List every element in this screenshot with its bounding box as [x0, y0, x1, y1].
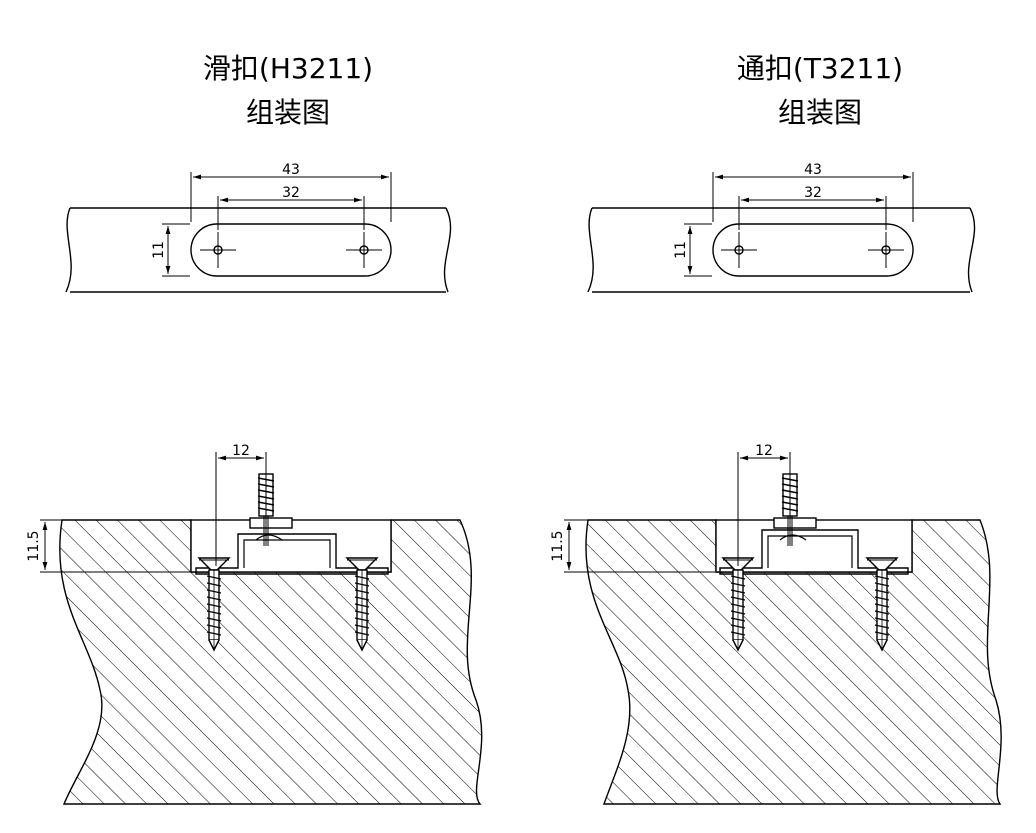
left-title-line1: 滑扣(H3211) — [203, 52, 373, 85]
right-section-view: 12 11.5 — [550, 443, 1002, 805]
left-clip-bracket — [195, 533, 389, 575]
right-plan-view — [587, 172, 976, 293]
left-assembly: 滑扣(H3211) 组装图 43 32 — [26, 52, 483, 805]
left-dim-offset: 12 — [232, 443, 250, 459]
left-screw-washer — [249, 517, 293, 529]
right-slot-outline — [712, 223, 914, 277]
left-slot-outline — [190, 223, 392, 277]
left-plan-view — [65, 172, 452, 293]
right-dim-overall: 43 — [804, 162, 822, 178]
left-dim-holes: 32 — [282, 185, 300, 201]
right-dim-offset: 12 — [755, 443, 773, 459]
right-title-line2: 组装图 — [778, 96, 862, 129]
left-title-line2: 组装图 — [246, 96, 330, 129]
left-dim-overall: 43 — [282, 162, 300, 178]
left-section-view: 12 11.5 — [26, 443, 483, 805]
right-dim-holes: 32 — [804, 185, 822, 201]
left-dim-height: 11 — [151, 241, 167, 259]
right-assembly: 通扣(T3211) 组装图 43 32 11 — [550, 52, 1002, 805]
right-title-line1: 通扣(T3211) — [737, 52, 903, 85]
right-clip-bracket — [719, 529, 909, 575]
left-dim-depth: 11.5 — [26, 530, 42, 561]
right-screw-washer — [773, 517, 817, 529]
right-hatched-board — [585, 519, 1002, 805]
right-dim-depth: 11.5 — [550, 530, 566, 561]
right-dim-height: 11 — [673, 241, 689, 259]
left-hatched-board — [59, 519, 483, 805]
